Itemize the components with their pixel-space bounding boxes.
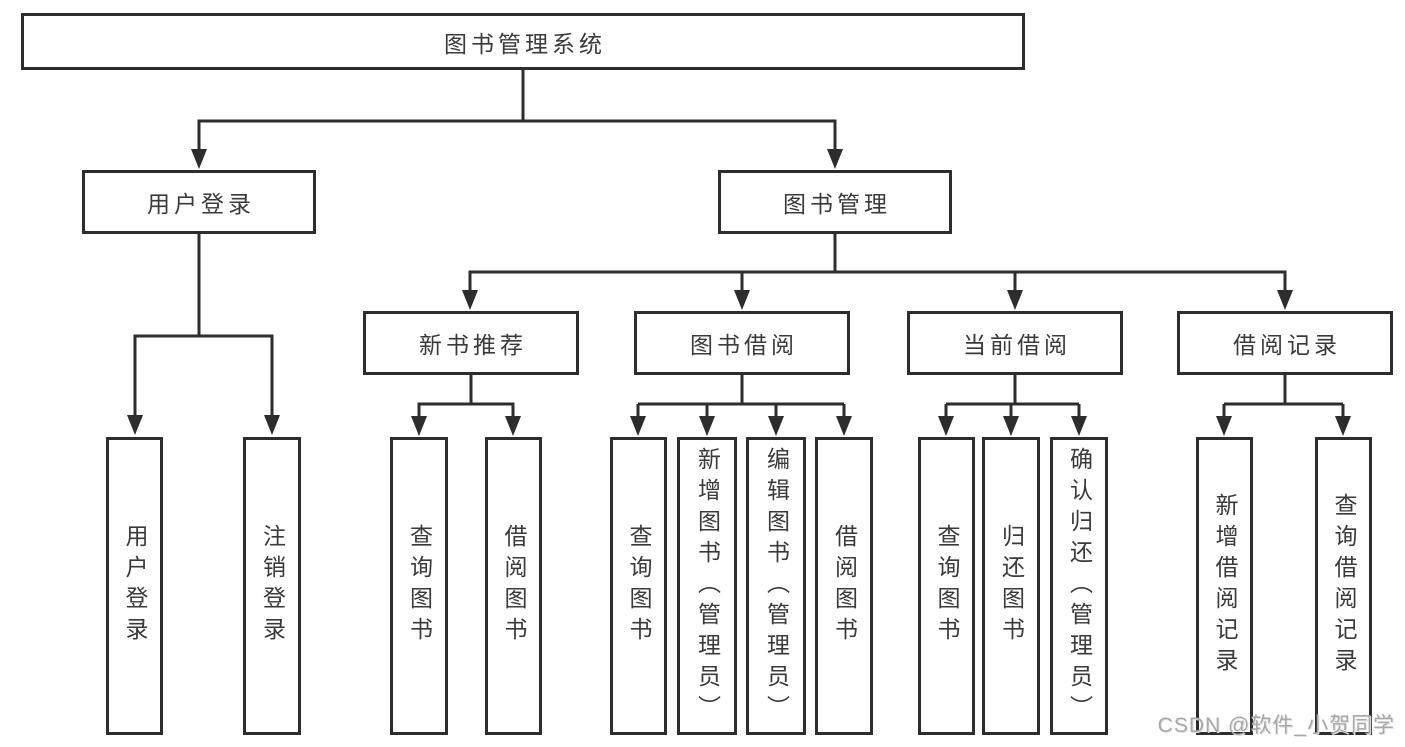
arrow-down-icon xyxy=(734,290,750,310)
arrow-down-icon xyxy=(836,416,852,436)
leaf-newrec-borrow-books: 借阅图书 xyxy=(485,437,542,735)
leaf-borrow-add-books-admin: 新增图书（管理员） xyxy=(677,437,737,735)
node-book-borrow: 图书借阅 xyxy=(634,311,850,375)
node-root: 图书管理系统 xyxy=(21,13,1025,70)
arrow-down-icon xyxy=(462,290,478,310)
node-book-management: 图书管理 xyxy=(718,170,952,234)
leaf-borrow-borrow-books: 借阅图书 xyxy=(815,437,873,735)
node-current-borrow: 当前借阅 xyxy=(907,311,1123,375)
leaf-current-confirm-return-admin: 确认归还（管理员） xyxy=(1050,437,1108,735)
leaf-records-query-borrow-record: 查询借阅记录 xyxy=(1315,437,1372,735)
leaf-borrow-edit-books-admin: 编辑图书（管理员） xyxy=(746,437,806,735)
leaf-records-add-borrow-record: 新增借阅记录 xyxy=(1196,437,1253,735)
connector-borrow-records-to-children xyxy=(1222,375,1345,418)
connector-lines-group xyxy=(133,69,1345,418)
arrow-down-icon xyxy=(127,415,143,435)
arrow-down-icon xyxy=(1003,416,1019,436)
connector-root-to-level1 xyxy=(197,69,837,149)
arrow-down-icon xyxy=(1071,416,1087,436)
arrow-down-icon xyxy=(699,416,715,436)
leaf-borrow-query-books: 查询图书 xyxy=(610,437,667,735)
arrow-down-icon xyxy=(505,416,521,436)
connector-book-management-to-level2 xyxy=(468,234,1287,292)
node-new-book-recommend: 新书推荐 xyxy=(363,311,579,375)
arrow-down-icon xyxy=(1335,416,1351,436)
arrow-down-icon xyxy=(1007,290,1023,310)
leaf-user-login: 用户登录 xyxy=(106,437,163,735)
node-borrow-records: 借阅记录 xyxy=(1177,311,1393,375)
arrow-down-icon xyxy=(264,415,280,435)
csdn-watermark: CSDN @软件_小贺同学 xyxy=(1157,714,1395,737)
arrow-down-icon xyxy=(630,416,646,436)
arrow-down-icon xyxy=(768,416,784,436)
arrow-down-icon xyxy=(1277,290,1293,310)
arrow-down-icon xyxy=(938,416,954,436)
connector-current-borrow-to-children xyxy=(944,375,1081,418)
arrow-down-icon xyxy=(827,149,843,169)
connector-book-borrow-to-children xyxy=(636,375,846,418)
leaf-current-return-books: 归还图书 xyxy=(982,437,1040,735)
arrow-down-icon xyxy=(1216,416,1232,436)
leaf-current-query-books: 查询图书 xyxy=(918,437,975,735)
connector-new-book-recommend-to-children xyxy=(417,375,515,418)
arrowheads-group xyxy=(127,149,1351,436)
arrow-down-icon xyxy=(411,416,427,436)
arrow-down-icon xyxy=(191,149,207,169)
leaf-logout-login: 注销登录 xyxy=(243,437,301,735)
leaf-newrec-query-books: 查询图书 xyxy=(390,437,448,735)
connector-user-login-to-children xyxy=(133,234,274,417)
node-user-login: 用户登录 xyxy=(82,170,316,234)
